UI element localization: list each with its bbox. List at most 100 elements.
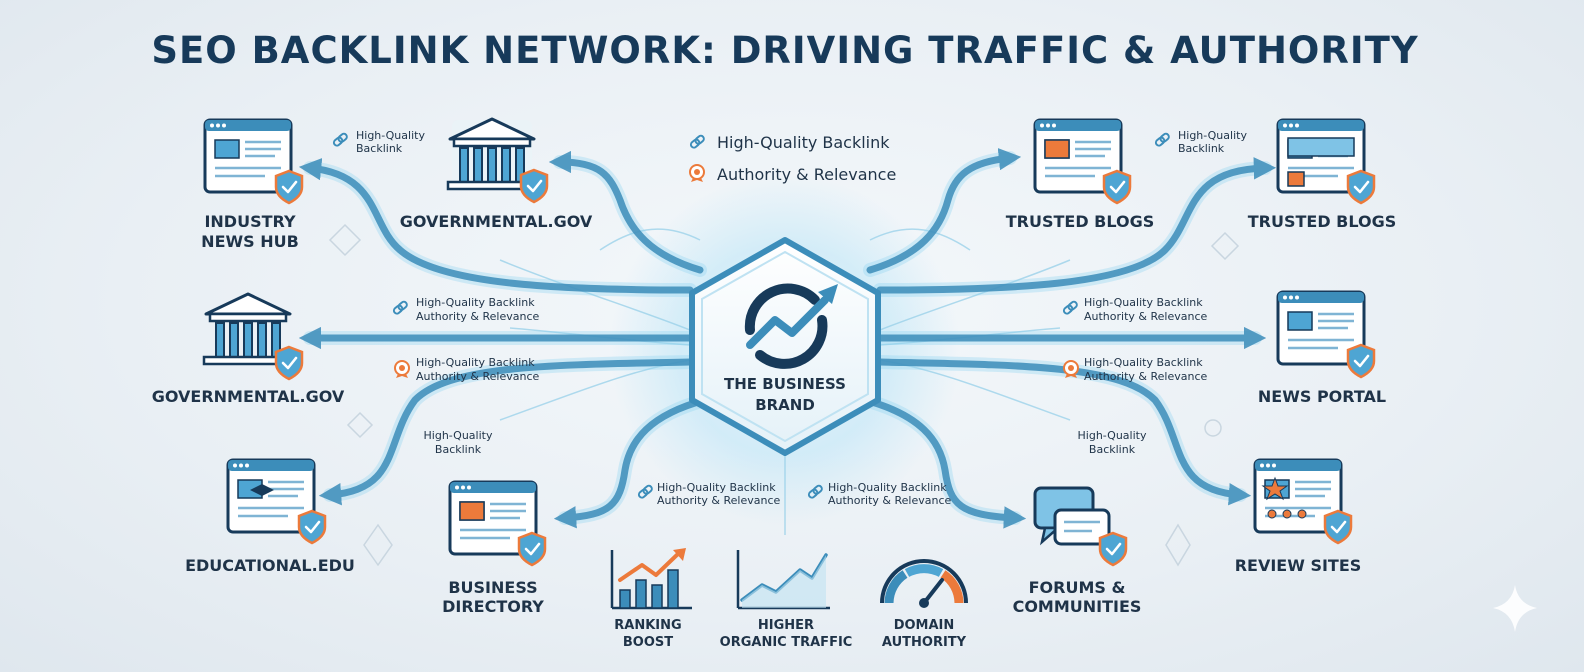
edge-label-line1: High-Quality Backlink — [1084, 296, 1203, 309]
link-icon — [1061, 299, 1080, 316]
legend: High-Quality Backlink Authority & Releva… — [688, 133, 896, 184]
shield-check-icon — [1346, 343, 1376, 379]
edge-label-trusted-blogs: High-Quality Backlink — [1153, 129, 1247, 155]
node-label-line2: COMMUNITIES — [1013, 597, 1142, 616]
metric-domain-authority: DOMAIN AUTHORITY — [880, 559, 968, 650]
edge-label-forums: High-Quality Backlink Authority & Releva… — [806, 481, 951, 507]
node-label-line1: INDUSTRY — [204, 212, 296, 231]
node-label: TRUSTED BLOGS — [1006, 212, 1155, 231]
flow-to-industry-news-hub — [298, 157, 694, 294]
node-review-sites: REVIEW SITES — [1235, 458, 1362, 575]
link-icon — [391, 299, 410, 316]
edge-label-line2: Backlink — [1089, 443, 1136, 456]
node-label-line1: BUSINESS — [448, 578, 537, 597]
shield-check-icon — [274, 169, 304, 205]
sparkle-icon — [1493, 585, 1537, 632]
authority-medal-icon — [689, 164, 705, 183]
flow-to-trusted-blogs-2 — [876, 157, 1277, 294]
blog-image-icon — [1044, 139, 1070, 159]
hub-label-line1: THE BUSINESS — [724, 375, 846, 393]
edge-label-business-directory: High-Quality Backlink Authority & Releva… — [636, 481, 780, 507]
shield-check-icon — [1346, 169, 1376, 205]
shield-check-icon — [297, 509, 327, 545]
node-governmental-gov-left: GOVERNMENTAL.GOV — [152, 292, 345, 406]
node-label-line2: DIRECTORY — [442, 597, 544, 616]
node-label: EDUCATIONAL.EDU — [185, 556, 355, 575]
edge-label-line2: Authority & Relevance — [416, 370, 539, 383]
edge-label-line1: High-Quality Backlink — [828, 481, 947, 494]
banner-icon — [1287, 137, 1355, 157]
edge-label-line1: High-Quality Backlink — [416, 356, 535, 369]
gauge-icon — [880, 559, 968, 608]
node-label: GOVERNMENTAL.GOV — [400, 212, 593, 231]
shield-check-icon — [517, 531, 547, 567]
flow-to-educational-edu — [318, 358, 694, 506]
link-icon — [636, 483, 655, 500]
flow-to-review-sites — [876, 358, 1252, 506]
diagram-title: SEO BACKLINK NETWORK: DRIVING TRAFFIC & … — [151, 29, 1419, 72]
flow-to-governmental-top — [548, 150, 704, 274]
edge-label-line2: Backlink — [1178, 142, 1225, 155]
edge-label-line1: High-Quality — [424, 429, 493, 442]
flow-to-trusted-blogs-1 — [866, 147, 1022, 274]
shield-check-icon — [519, 168, 549, 204]
node-label: GOVERNMENTAL.GOV — [152, 387, 345, 406]
growth-arrow-icon — [744, 283, 838, 369]
edge-label-educational: High-Quality Backlink — [424, 429, 493, 456]
shield-check-icon — [1323, 509, 1353, 545]
flow-paths-left — [298, 150, 712, 529]
decorative-diamonds — [328, 223, 1240, 567]
node-label-line2: NEWS HUB — [201, 232, 299, 251]
node-educational-edu: EDUCATIONAL.EDU — [185, 458, 355, 575]
edge-label-news-portal-2: High-Quality Backlink Authority & Releva… — [1063, 356, 1207, 383]
edge-label-industry: High-Quality Backlink — [331, 129, 425, 155]
metric-ranking-boost: RANKING BOOST — [610, 548, 692, 650]
edge-label-line1: High-Quality — [1078, 429, 1147, 442]
edge-label-line1: High-Quality — [356, 129, 425, 142]
metric-label-line2: BOOST — [623, 635, 673, 650]
node-trusted-blogs-1: TRUSTED BLOGS — [1006, 118, 1155, 231]
link-icon — [1153, 131, 1172, 148]
node-label: REVIEW SITES — [1235, 556, 1362, 575]
legend-backlink-label: High-Quality Backlink — [717, 133, 890, 152]
node-forums-communities: FORUMS & COMMUNITIES — [1013, 486, 1142, 616]
node-business-directory: BUSINESS DIRECTORY — [442, 480, 547, 616]
metric-label-line1: DOMAIN — [894, 618, 955, 633]
metric-label-line1: RANKING — [614, 618, 681, 633]
hub-rays — [499, 228, 1071, 535]
edge-label-governmental-left-2: High-Quality Backlink Authority & Releva… — [394, 356, 539, 383]
edge-label-news-portal-1: High-Quality Backlink Authority & Releva… — [1061, 296, 1207, 323]
metric-label-line2: ORGANIC TRAFFIC — [720, 635, 853, 650]
edge-label-governmental-left-1: High-Quality Backlink Authority & Releva… — [391, 296, 539, 323]
edge-label-line2: Authority & Relevance — [416, 310, 539, 323]
edge-label-line1: High-Quality — [1178, 129, 1247, 142]
node-label: NEWS PORTAL — [1258, 387, 1386, 406]
shield-check-icon — [274, 345, 304, 381]
edge-label-line1: High-Quality Backlink — [657, 481, 776, 494]
legend-authority-label: Authority & Relevance — [717, 165, 896, 184]
node-industry-news-hub: INDUSTRY NEWS HUB — [201, 118, 304, 251]
edge-label-line1: High-Quality Backlink — [416, 296, 535, 309]
flow-to-forums-communities — [861, 396, 1027, 529]
metric-label-line1: HIGHER — [758, 618, 814, 633]
edge-label-line2: Authority & Relevance — [828, 494, 951, 507]
graduation-cap-icon — [250, 484, 274, 496]
node-news-portal: NEWS PORTAL — [1258, 290, 1386, 406]
edge-label-line2: Backlink — [435, 443, 482, 456]
star-rating-icon — [1261, 476, 1307, 519]
hub-label-line2: BRAND — [755, 396, 815, 414]
medal-icon — [394, 360, 410, 379]
edge-label-review-sites: High-Quality Backlink — [1078, 429, 1147, 456]
edge-label-line2: Authority & Relevance — [657, 494, 780, 507]
node-label-line1: FORUMS & — [1029, 578, 1126, 597]
tile-icon — [1287, 171, 1305, 187]
metric-higher-organic-traffic: HIGHER ORGANIC TRAFFIC — [720, 550, 853, 650]
edge-label-line2: Backlink — [356, 142, 403, 155]
metric-label-line2: AUTHORITY — [882, 635, 967, 650]
directory-card-icon — [459, 501, 485, 521]
edge-label-line1: High-Quality Backlink — [1084, 356, 1203, 369]
shield-check-icon — [1102, 169, 1132, 205]
backlink-link-icon — [688, 133, 707, 150]
shield-check-icon — [1098, 531, 1128, 567]
